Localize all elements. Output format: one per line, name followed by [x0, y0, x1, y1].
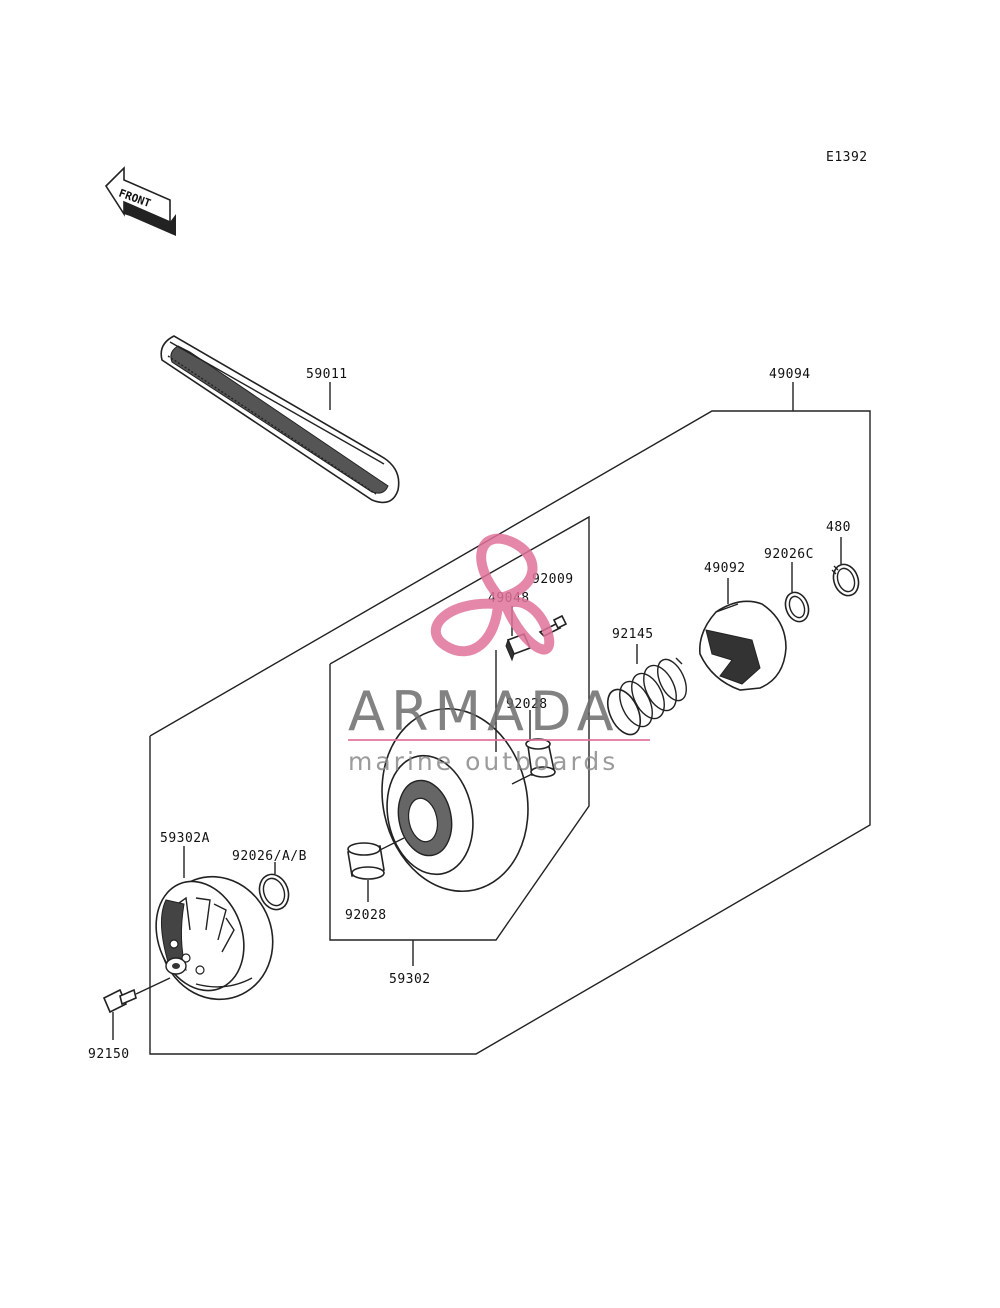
circlip — [831, 563, 860, 597]
subassembly-outline — [329, 515, 590, 941]
sliding-sheave — [381, 707, 529, 893]
watermark: ARMADA marine outboards — [348, 533, 650, 776]
bushing-lower — [347, 842, 385, 880]
label-92009: 92009 — [532, 572, 574, 587]
washer-ab — [258, 873, 290, 911]
bushing-upper — [525, 738, 556, 778]
label-92028-lower: 92028 — [345, 908, 387, 923]
propeller-logo-icon — [430, 533, 555, 657]
front-arrow-icon: FRONT — [104, 166, 176, 236]
label-92145: 92145 — [612, 627, 654, 642]
label-59302: 59302 — [389, 972, 431, 987]
label-480: 480 — [826, 520, 851, 535]
watermark-tagline: marine outboards — [348, 747, 618, 776]
spring — [606, 657, 688, 736]
label-59302a: 59302A — [160, 831, 210, 846]
assembly-outline — [149, 410, 871, 1055]
torque-cam — [699, 600, 787, 691]
fixed-sheave — [155, 875, 274, 1001]
main-bolt — [102, 977, 171, 1014]
drive-belt — [160, 335, 400, 504]
watermark-brand: ARMADA — [348, 680, 620, 743]
label-92026c: 92026C — [764, 547, 814, 562]
washer-c — [784, 591, 810, 623]
diagram-code: E1392 — [826, 150, 868, 165]
label-59011: 59011 — [306, 367, 348, 382]
label-49092: 49092 — [704, 561, 746, 576]
label-92026ab: 92026/A/B — [232, 849, 307, 864]
label-92028-upper: 92028 — [506, 697, 548, 712]
label-49094: 49094 — [769, 367, 811, 382]
label-92150: 92150 — [88, 1047, 130, 1062]
